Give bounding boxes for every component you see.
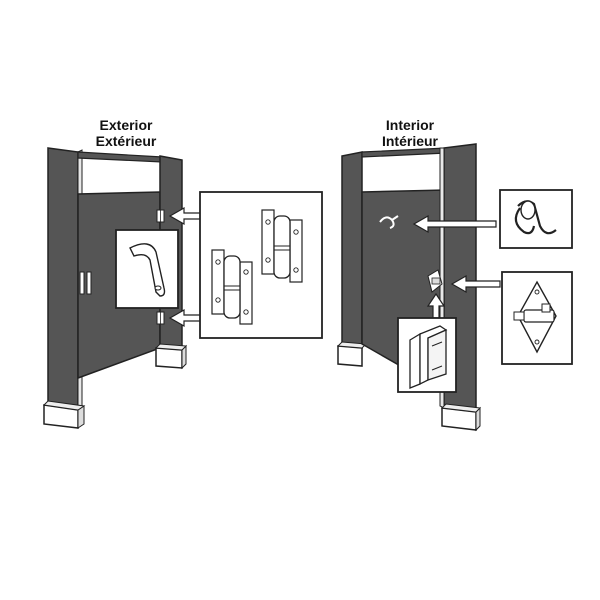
exterior-title: Exterior Extérieur	[56, 117, 196, 149]
interior-head-rail	[361, 147, 447, 158]
arrow-to-coat-hook	[412, 214, 497, 234]
interior-title: Interior Intérieur	[340, 117, 480, 149]
slide-latch-callout	[501, 271, 573, 365]
handle-callout	[115, 229, 179, 309]
door-pull-handle	[79, 271, 92, 295]
top-hinge	[156, 209, 165, 223]
door-coat-hook	[379, 215, 399, 229]
door-latch	[427, 269, 443, 293]
hinge-pair-icon	[211, 209, 303, 325]
exterior-head-rail	[77, 151, 163, 163]
exterior-title-en: Exterior	[99, 117, 153, 133]
interior-title-fr: Intérieur	[381, 133, 438, 149]
interior-title-en: Interior	[385, 117, 435, 133]
coat-hook-icon	[514, 200, 557, 235]
slide-latch-icon	[513, 280, 557, 354]
exterior-title-fr: Extérieur	[95, 133, 157, 149]
arrow-to-latch	[450, 274, 501, 294]
handle-icon	[129, 243, 166, 297]
interior-left-pilaster	[336, 151, 368, 367]
keeper-icon	[409, 325, 448, 389]
coat-hook-callout	[499, 189, 573, 249]
interior-arrows	[412, 214, 501, 319]
hinge-callout	[199, 191, 323, 339]
bottom-hinge	[156, 311, 165, 325]
keeper-callout	[397, 317, 457, 393]
